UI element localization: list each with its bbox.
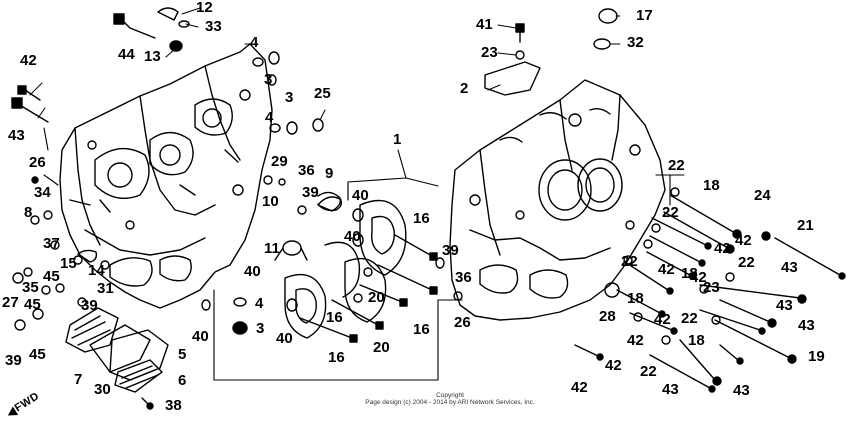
callout-label[interactable]: 23 <box>703 279 720 296</box>
callout-label[interactable]: 43 <box>662 381 679 398</box>
callout-label[interactable]: 42 <box>605 357 622 374</box>
callout-label[interactable]: 28 <box>599 308 616 325</box>
callout-label[interactable]: 14 <box>88 262 105 279</box>
callout-label[interactable]: 37 <box>43 235 60 252</box>
callout-label[interactable]: 29 <box>271 153 288 170</box>
callout-label[interactable]: 17 <box>636 7 653 24</box>
callout-label[interactable]: 43 <box>8 127 25 144</box>
callout-label[interactable]: 45 <box>24 296 41 313</box>
callout-label[interactable]: 9 <box>325 165 334 182</box>
callout-label[interactable]: 40 <box>244 263 261 280</box>
callout-label[interactable]: 31 <box>97 280 114 297</box>
callout-label[interactable]: 16 <box>326 309 343 326</box>
callout-label[interactable]: 45 <box>43 268 60 285</box>
main-bearings <box>274 191 407 339</box>
callout-label[interactable]: 22 <box>662 204 679 221</box>
copyright-line-2: Page design (c) 2004 - 2014 by ARI Netwo… <box>365 399 535 406</box>
callout-label[interactable]: 4 <box>265 109 274 126</box>
callout-label[interactable]: 16 <box>413 210 430 227</box>
callout-label[interactable]: 22 <box>738 254 755 271</box>
callout-label[interactable]: 19 <box>808 348 825 365</box>
callout-label[interactable]: 20 <box>368 289 385 306</box>
callout-label[interactable]: 5 <box>178 346 187 363</box>
callout-label[interactable]: 42 <box>735 232 752 249</box>
assembly-brackets <box>43 43 685 381</box>
callout-label[interactable]: 36 <box>455 269 472 286</box>
copyright-line-1: Copyright <box>436 392 464 399</box>
callout-label[interactable]: 6 <box>178 372 187 389</box>
callout-label[interactable]: 11 <box>264 240 280 257</box>
leader-lines <box>29 7 621 121</box>
callout-label[interactable]: 41 <box>476 16 493 33</box>
oil-strainer-assembly <box>65 307 169 407</box>
callout-label[interactable]: 43 <box>733 382 750 399</box>
callout-label[interactable]: 39 <box>302 184 319 201</box>
callout-label[interactable]: 26 <box>454 314 471 331</box>
callout-label[interactable]: 38 <box>165 397 182 414</box>
callout-label[interactable]: 30 <box>94 381 111 398</box>
callout-label[interactable]: 21 <box>797 217 814 234</box>
callout-label[interactable]: 1 <box>393 131 402 148</box>
callout-label[interactable]: 12 <box>196 0 213 16</box>
callout-label[interactable]: 39 <box>442 242 459 259</box>
callout-label[interactable]: 35 <box>22 279 39 296</box>
callout-label[interactable]: 36 <box>298 162 315 179</box>
callout-label[interactable]: 15 <box>60 255 77 272</box>
callout-label[interactable]: 18 <box>681 265 698 282</box>
callout-label[interactable]: 10 <box>262 193 279 210</box>
callout-label[interactable]: 39 <box>81 297 98 314</box>
callout-label[interactable]: 40 <box>276 330 293 347</box>
callout-label[interactable]: 43 <box>781 259 798 276</box>
callout-label[interactable]: 42 <box>714 240 731 257</box>
callout-label[interactable]: 22 <box>668 157 685 174</box>
callout-label[interactable]: 20 <box>373 339 390 356</box>
callout-label[interactable]: 16 <box>413 321 430 338</box>
callout-label[interactable]: 16 <box>328 349 345 366</box>
callout-label[interactable]: 42 <box>20 52 37 69</box>
callout-label[interactable]: 25 <box>314 85 331 102</box>
callout-label[interactable]: 18 <box>627 290 644 307</box>
callout-label[interactable]: 42 <box>690 269 707 286</box>
callout-label[interactable]: 22 <box>621 253 638 270</box>
callout-label[interactable]: 7 <box>74 371 83 388</box>
callout-label[interactable]: 3 <box>256 320 265 337</box>
callout-label[interactable]: 42 <box>658 261 675 278</box>
callout-label[interactable]: 4 <box>250 34 259 51</box>
lower-crankcase-half <box>449 79 666 321</box>
callout-label[interactable]: 2 <box>460 80 469 97</box>
small-parts <box>12 7 735 410</box>
callout-label[interactable]: 26 <box>29 154 46 171</box>
callout-label[interactable]: 34 <box>34 184 51 201</box>
callout-label[interactable]: 42 <box>654 311 671 328</box>
callout-label[interactable]: 18 <box>703 177 720 194</box>
callout-label[interactable]: 40 <box>192 328 209 345</box>
callout-label[interactable]: 43 <box>776 297 793 314</box>
callout-label[interactable]: 40 <box>352 187 369 204</box>
callout-label[interactable]: 32 <box>627 34 644 51</box>
callout-label[interactable]: 44 <box>118 46 135 63</box>
callout-label[interactable]: 43 <box>798 317 815 334</box>
upper-crankcase-half <box>59 43 273 309</box>
callout-label[interactable]: 4 <box>255 295 264 312</box>
callout-label[interactable]: 40 <box>344 228 361 245</box>
long-bolts <box>11 13 846 393</box>
callout-label[interactable]: 39 <box>5 352 22 369</box>
callout-label[interactable]: 3 <box>285 89 294 106</box>
callout-label[interactable]: 23 <box>481 44 498 61</box>
callout-label[interactable]: 3 <box>264 71 273 88</box>
callout-label[interactable]: 27 <box>2 294 19 311</box>
callout-label[interactable]: 8 <box>24 204 33 221</box>
callout-label[interactable]: 45 <box>29 346 46 363</box>
callout-label[interactable]: 22 <box>681 310 698 327</box>
copyright-notice: Copyright Page design (c) 2004 - 2014 by… <box>300 392 600 406</box>
callout-label[interactable]: 42 <box>627 332 644 349</box>
callout-label[interactable]: 42 <box>571 379 588 396</box>
callout-label[interactable]: 24 <box>754 187 771 204</box>
callout-label[interactable]: 18 <box>688 332 705 349</box>
callout-label[interactable]: 13 <box>144 48 161 65</box>
callout-label[interactable]: 22 <box>640 363 657 380</box>
callout-label[interactable]: 33 <box>205 18 222 35</box>
